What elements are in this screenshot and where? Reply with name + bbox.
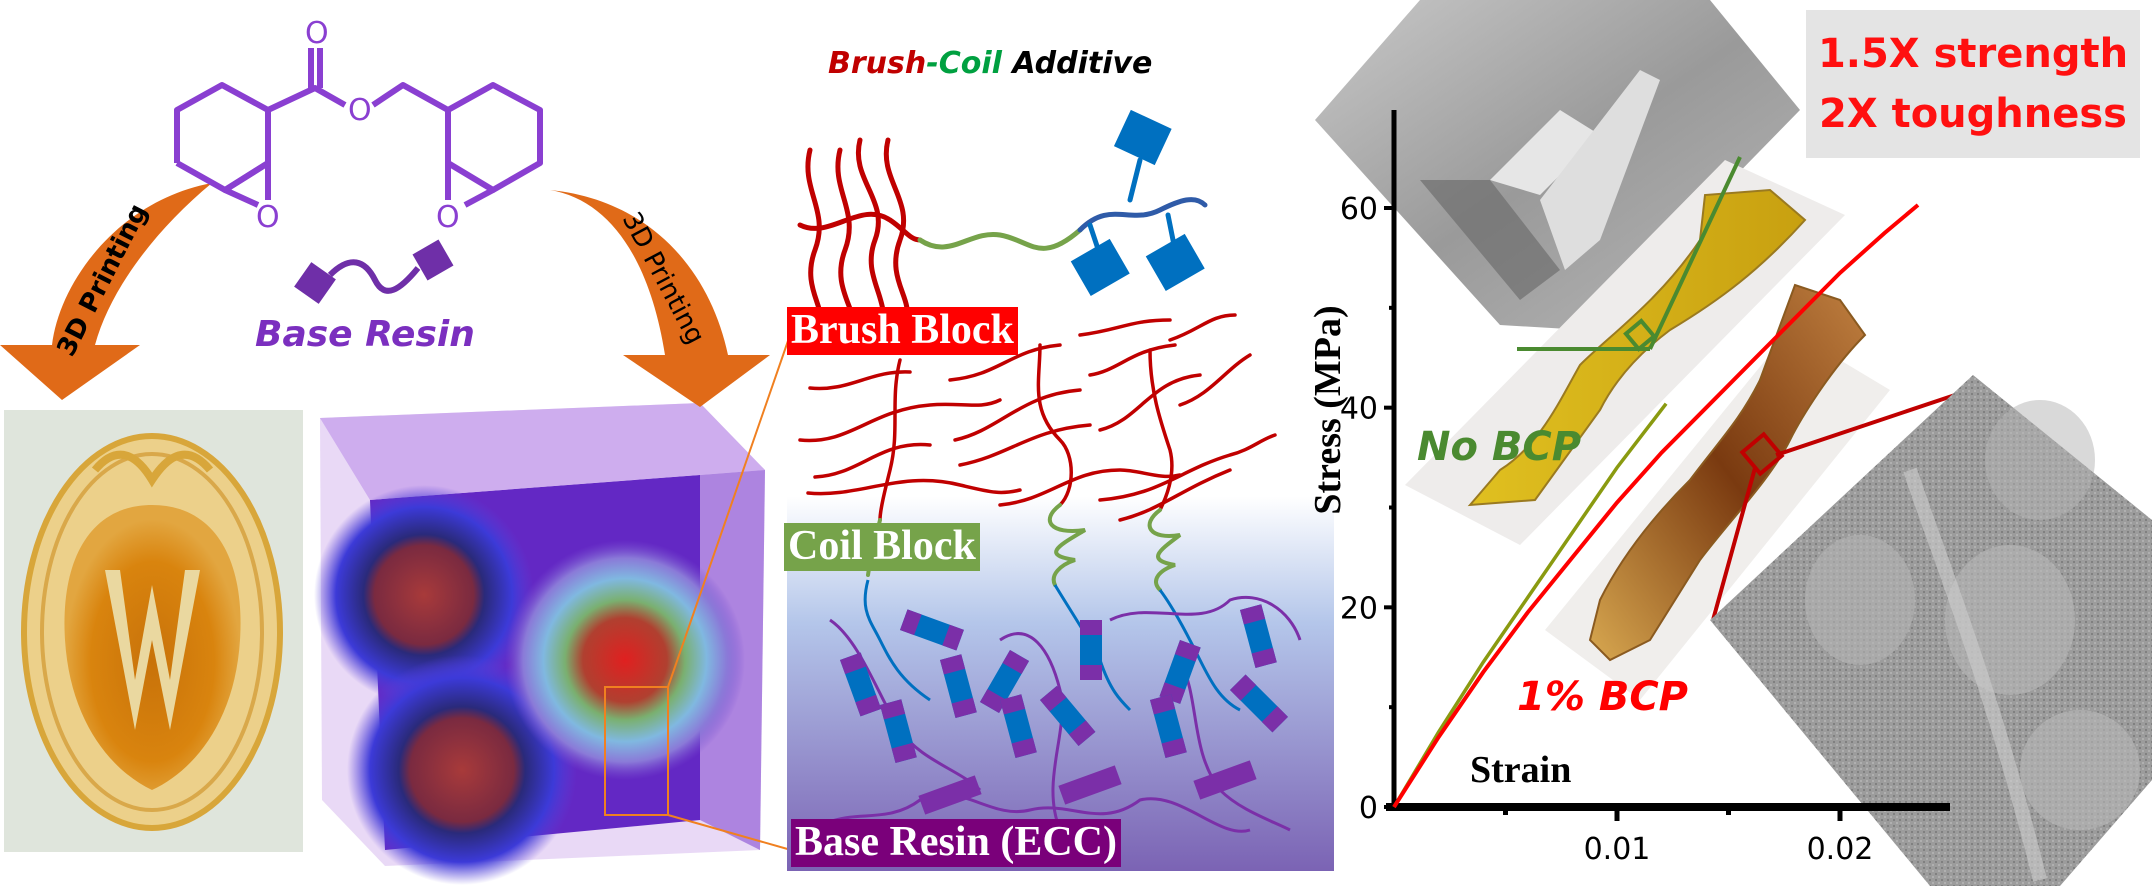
ecc-molecule-structure [174,48,543,208]
annotation-one-percent-bcp: 1% BCP [1517,674,1688,720]
sem-fracture-image [1315,0,1800,330]
x-tick-label: 0.02 [1807,832,1874,867]
atom-o-ester: O [348,93,372,128]
title-part-dash: - [926,46,939,81]
brush-coil-additive-drawing [797,109,1208,343]
epoxy-segments [840,604,1288,815]
printed-badge-photo [4,410,303,852]
title-part-coil: Coil [938,46,1002,81]
y-axis-label: Stress (MPa) [1307,305,1349,514]
additive-title: Brush-Coil Additive [828,46,1152,81]
brush-block-label: Brush Block [787,307,1018,355]
tem-morphology-image [1710,375,2152,886]
series-line-no-bcp [1392,402,1668,808]
x-tick-label: 0.01 [1584,832,1651,867]
performance-claims-box: 1.5X strength 2X toughness [1806,10,2140,158]
w-letter [105,570,200,730]
title-part-additive: Additive [1001,46,1153,81]
y-tick-label: 0 [1359,791,1378,826]
block-copolymer-panel [787,313,1334,871]
claim-strength: 1.5X strength [1817,31,2129,77]
y-tick-label: 20 [1340,591,1378,626]
tensile-specimen-photos [1405,156,1971,700]
y-tick-label: 40 [1340,392,1378,427]
x-axis-label: Strain [1470,749,1571,791]
one-percent-bcp-specimen [1588,283,1867,662]
coil-block-label: Coil Block [784,523,980,571]
atom-o-epoxide-right: O [436,200,460,235]
annotation-no-bcp: No BCP [1417,424,1581,470]
base-resin-ecc-label: Base Resin (ECC) [791,819,1121,867]
y-tick-label: 60 [1340,192,1378,227]
simulation-cube [314,337,792,885]
callout-line-bottom [667,814,792,851]
zoom-region-box [604,686,669,816]
base-resin-caption: Base Resin [255,314,475,355]
claim-toughness: 2X toughness [1818,91,2127,137]
callout-line-top [667,337,790,688]
base-resin-icon [294,239,454,304]
atom-o-epoxide-left: O [256,200,280,235]
atom-o-carbonyl: O [305,16,329,51]
title-part-brush: Brush [828,46,927,81]
